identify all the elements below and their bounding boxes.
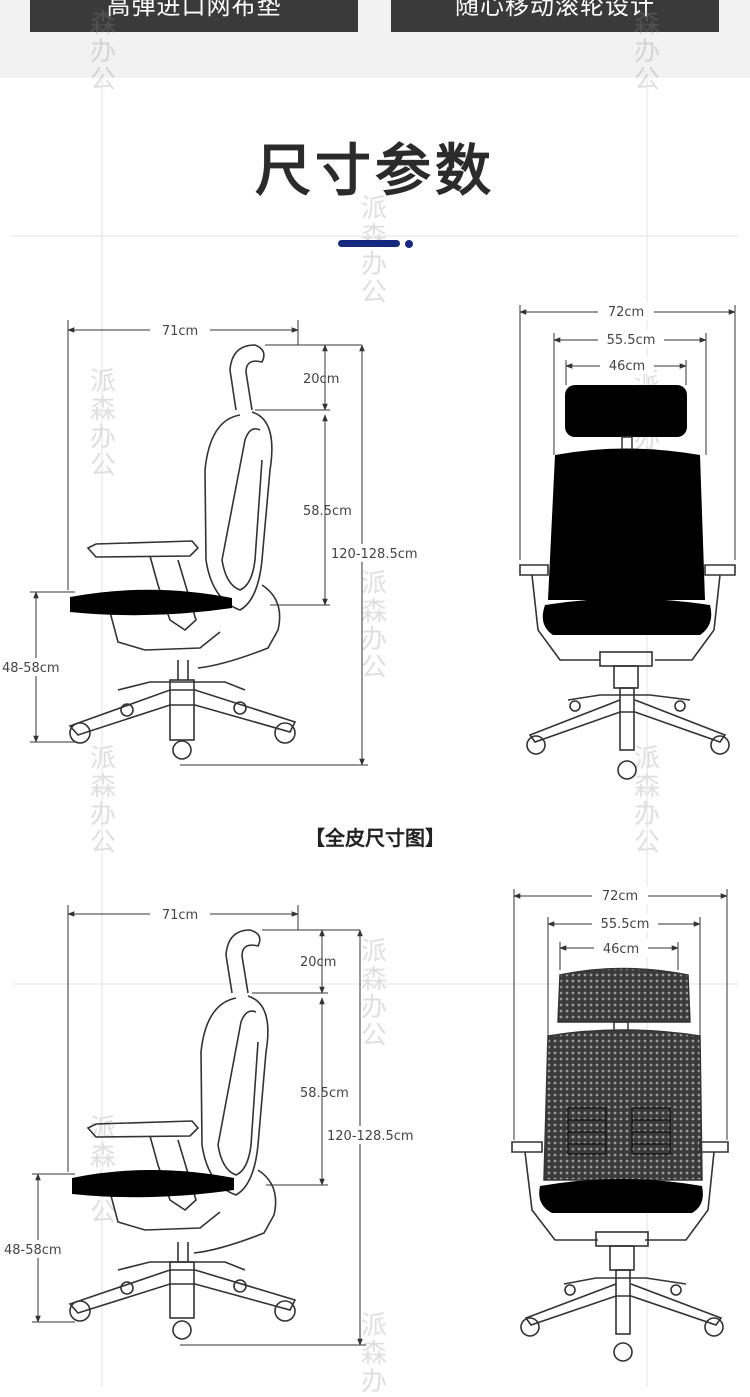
- side-back-label-2: 58.5cm: [300, 1086, 349, 1101]
- side-seat-cushion-1: [70, 589, 232, 616]
- side-headrest-label-1: 20cm: [303, 372, 339, 387]
- side-seat-cushion-2: [72, 1170, 234, 1198]
- side-depth-label-1: 71cm: [162, 324, 198, 339]
- watermark: 派森办公: [89, 744, 116, 858]
- side-back-label-1: 58.5cm: [303, 504, 352, 519]
- tag-mesh-seat-label: 高弹进口网布垫: [106, 0, 282, 20]
- side-total-height-label-2: 120-128.5cm: [327, 1129, 414, 1144]
- watermark: 派森办公: [360, 569, 387, 683]
- tag-casters-label: 随心移动滚轮设计: [455, 0, 655, 20]
- front-mid-width-label-2: 55.5cm: [601, 917, 650, 932]
- title-accent-bar: [338, 240, 400, 247]
- watermark: 派森办公: [89, 367, 116, 481]
- front-mid-width-label-1: 55.5cm: [607, 333, 656, 348]
- section-title: 尺寸参数: [255, 139, 495, 204]
- watermark: 派森办公: [360, 937, 387, 1051]
- front-inner-width-label-2: 46cm: [603, 942, 639, 957]
- watermark: 派森办公: [360, 194, 387, 308]
- front-view-chair-2: [511, 967, 729, 1362]
- full-leather-caption: 【全皮尺寸图】: [305, 826, 445, 850]
- side-seat-height-label-2: 48-58cm: [4, 1243, 62, 1258]
- tag-casters: 随心移动滚轮设计: [391, 0, 719, 32]
- side-view-chair-1: [68, 344, 297, 760]
- front-view-chair-1: [519, 385, 736, 780]
- side-view-chair-2: [68, 929, 297, 1340]
- title-accent-dot: [405, 240, 413, 248]
- side-headrest-label-2: 20cm: [300, 955, 336, 970]
- front-inner-width-label-1: 46cm: [609, 359, 645, 374]
- side-depth-label-2: 71cm: [162, 908, 198, 923]
- side-total-height-label-1: 120-128.5cm: [331, 547, 418, 562]
- tag-mesh-seat: 高弹进口网布垫: [30, 0, 358, 32]
- side-seat-height-label-1: 48-58cm: [2, 661, 60, 676]
- front-width-label-2: 72cm: [602, 889, 638, 904]
- watermark: 森办公: [89, 9, 116, 95]
- front-width-label-1: 72cm: [608, 305, 644, 320]
